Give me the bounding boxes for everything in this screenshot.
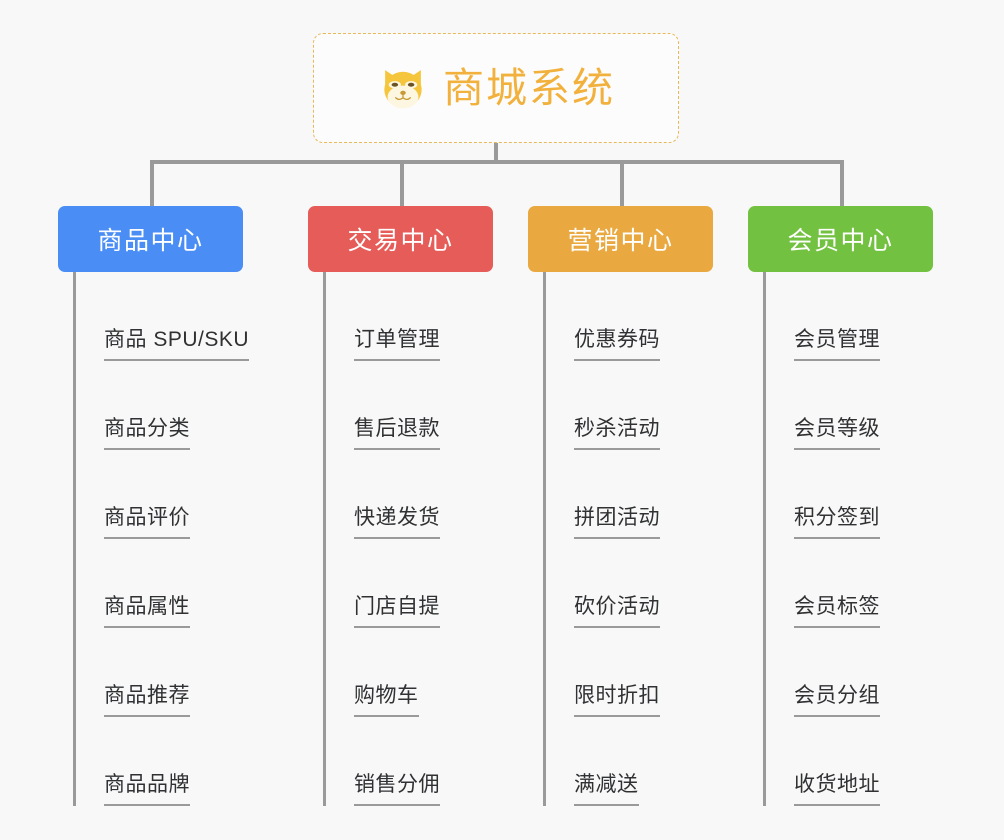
- child-spine-2: [323, 272, 326, 806]
- child-list-2: 订单管理 售后退款 快递发货 门店自提 购物车 销售分佣: [308, 272, 548, 806]
- list-item[interactable]: 会员标签: [748, 539, 973, 628]
- connector-bus: [150, 160, 844, 164]
- list-item[interactable]: 销售分佣: [308, 717, 548, 806]
- list-item[interactable]: 满减送: [528, 717, 753, 806]
- branch-column-4: 会员中心 会员管理 会员等级 积分签到 会员标签 会员分组 收货地址: [748, 206, 973, 806]
- list-item[interactable]: 优惠券码: [528, 272, 753, 361]
- list-item[interactable]: 会员分组: [748, 628, 973, 717]
- child-label: 售后退款: [354, 418, 440, 450]
- branch-column-1: 商品中心 商品 SPU/SKU 商品分类 商品评价 商品属性 商品推荐 商品品牌: [58, 206, 298, 806]
- category-box-3[interactable]: 营销中心: [528, 206, 713, 272]
- category-label-1: 商品中心: [97, 227, 204, 255]
- child-list-1: 商品 SPU/SKU 商品分类 商品评价 商品属性 商品推荐 商品品牌: [58, 272, 298, 806]
- child-label: 积分签到: [794, 507, 880, 539]
- root-node[interactable]: 商城系统: [313, 33, 679, 143]
- list-item[interactable]: 商品推荐: [58, 628, 298, 717]
- list-item[interactable]: 砍价活动: [528, 539, 753, 628]
- connector-drop-1: [150, 160, 154, 206]
- branch-column-3: 营销中心 优惠券码 秒杀活动 拼团活动 砍价活动 限时折扣 满减送: [528, 206, 753, 806]
- root-title: 商城系统: [443, 64, 615, 111]
- child-spine-4: [763, 272, 766, 806]
- list-item[interactable]: 快递发货: [308, 450, 548, 539]
- list-item[interactable]: 商品分类: [58, 361, 298, 450]
- list-item[interactable]: 商品评价: [58, 450, 298, 539]
- list-item[interactable]: 门店自提: [308, 539, 548, 628]
- connector-drop-2: [400, 160, 404, 206]
- list-item[interactable]: 秒杀活动: [528, 361, 753, 450]
- child-label: 砍价活动: [574, 596, 660, 628]
- list-item[interactable]: 限时折扣: [528, 628, 753, 717]
- list-item[interactable]: 积分签到: [748, 450, 973, 539]
- child-label: 销售分佣: [354, 774, 440, 806]
- list-item[interactable]: 商品 SPU/SKU: [58, 272, 298, 361]
- child-label: 商品分类: [104, 418, 190, 450]
- child-label: 商品推荐: [104, 685, 190, 717]
- connector-drop-3: [620, 160, 624, 206]
- category-label-4: 会员中心: [787, 227, 894, 255]
- child-list-3: 优惠券码 秒杀活动 拼团活动 砍价活动 限时折扣 满减送: [528, 272, 753, 806]
- shiba-dog-face-icon: [377, 62, 429, 114]
- list-item[interactable]: 售后退款: [308, 361, 548, 450]
- child-label: 会员管理: [794, 329, 880, 361]
- list-item[interactable]: 收货地址: [748, 717, 973, 806]
- list-item[interactable]: 商品品牌: [58, 717, 298, 806]
- child-label: 订单管理: [354, 329, 440, 361]
- child-list-4: 会员管理 会员等级 积分签到 会员标签 会员分组 收货地址: [748, 272, 973, 806]
- child-label: 购物车: [354, 685, 419, 717]
- child-label: 秒杀活动: [574, 418, 660, 450]
- list-item[interactable]: 商品属性: [58, 539, 298, 628]
- child-label: 商品品牌: [104, 774, 190, 806]
- category-box-2[interactable]: 交易中心: [308, 206, 493, 272]
- child-label: 会员等级: [794, 418, 880, 450]
- child-label: 限时折扣: [574, 685, 660, 717]
- child-spine-1: [73, 272, 76, 806]
- child-label: 收货地址: [794, 774, 880, 806]
- list-item[interactable]: 会员等级: [748, 361, 973, 450]
- child-label: 优惠券码: [574, 329, 660, 361]
- child-label: 快递发货: [354, 507, 440, 539]
- child-spine-3: [543, 272, 546, 806]
- connector-drop-4: [840, 160, 844, 206]
- list-item[interactable]: 拼团活动: [528, 450, 753, 539]
- child-label: 拼团活动: [574, 507, 660, 539]
- category-box-4[interactable]: 会员中心: [748, 206, 933, 272]
- category-label-3: 营销中心: [567, 227, 674, 255]
- child-label: 门店自提: [354, 596, 440, 628]
- child-label: 商品属性: [104, 596, 190, 628]
- list-item[interactable]: 会员管理: [748, 272, 973, 361]
- list-item[interactable]: 订单管理: [308, 272, 548, 361]
- child-label: 商品 SPU/SKU: [104, 329, 250, 361]
- child-label: 商品评价: [104, 507, 190, 539]
- list-item[interactable]: 购物车: [308, 628, 548, 717]
- child-label: 满减送: [574, 774, 639, 806]
- connector-trunk: [494, 143, 498, 164]
- category-label-2: 交易中心: [347, 227, 454, 255]
- child-label: 会员分组: [794, 685, 880, 717]
- branch-column-2: 交易中心 订单管理 售后退款 快递发货 门店自提 购物车 销售分佣: [308, 206, 548, 806]
- child-label: 会员标签: [794, 596, 880, 628]
- category-box-1[interactable]: 商品中心: [58, 206, 243, 272]
